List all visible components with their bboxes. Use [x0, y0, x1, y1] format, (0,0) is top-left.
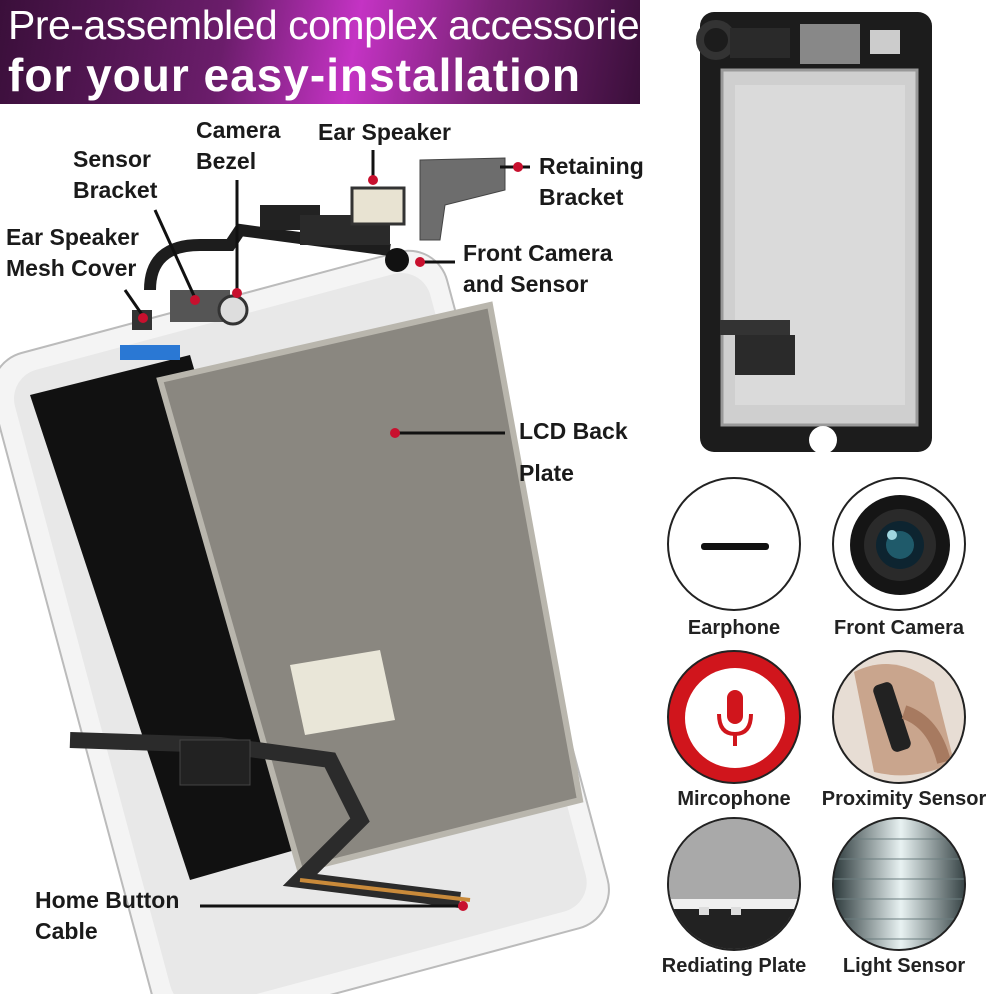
top-flex-cable: [144, 223, 391, 291]
header-banner: Pre-assembled complex accessories for yo…: [0, 0, 660, 104]
feature-front-camera-label: Front Camera: [833, 617, 965, 639]
banner-line-1: Pre-assembled complex accessories: [8, 2, 660, 48]
radiating-plate-icon: [669, 819, 799, 949]
front-camera-part: [385, 248, 409, 272]
lcd-back-plate: [156, 301, 584, 874]
feature-microphone-label: Mircophone: [677, 788, 791, 810]
banner-line-2: for your easy-installation: [8, 49, 582, 101]
label-ear-speaker: Ear Speaker: [318, 119, 451, 145]
feature-radiating-plate-circle: [667, 817, 801, 951]
feature-earphone-label: Earphone: [687, 617, 781, 639]
feature-proximity-circle: [832, 650, 966, 784]
exploded-phone-illustration: [0, 150, 610, 994]
feature-proximity-label: Proximity Sensor: [821, 788, 987, 810]
microphone-icon: [685, 668, 785, 768]
feature-light-sensor-circle: [832, 817, 966, 951]
feature-radiating-plate-label: Rediating Plate: [661, 955, 807, 977]
assembled-screen-photo: [696, 12, 932, 454]
feature-microphone-circle: [667, 650, 801, 784]
earphone-slot-icon: [701, 543, 769, 550]
feature-light-sensor-label: Light Sensor: [842, 955, 966, 977]
camera-lens-icon: [850, 495, 950, 595]
retaining-bracket-part: [419, 157, 506, 241]
feature-front-camera-circle: [832, 477, 966, 611]
feature-earphone-circle: [667, 477, 801, 611]
phone-call-icon: [854, 664, 954, 776]
ear-speaker-part: [350, 186, 406, 226]
light-sensor-icon: [834, 819, 964, 949]
